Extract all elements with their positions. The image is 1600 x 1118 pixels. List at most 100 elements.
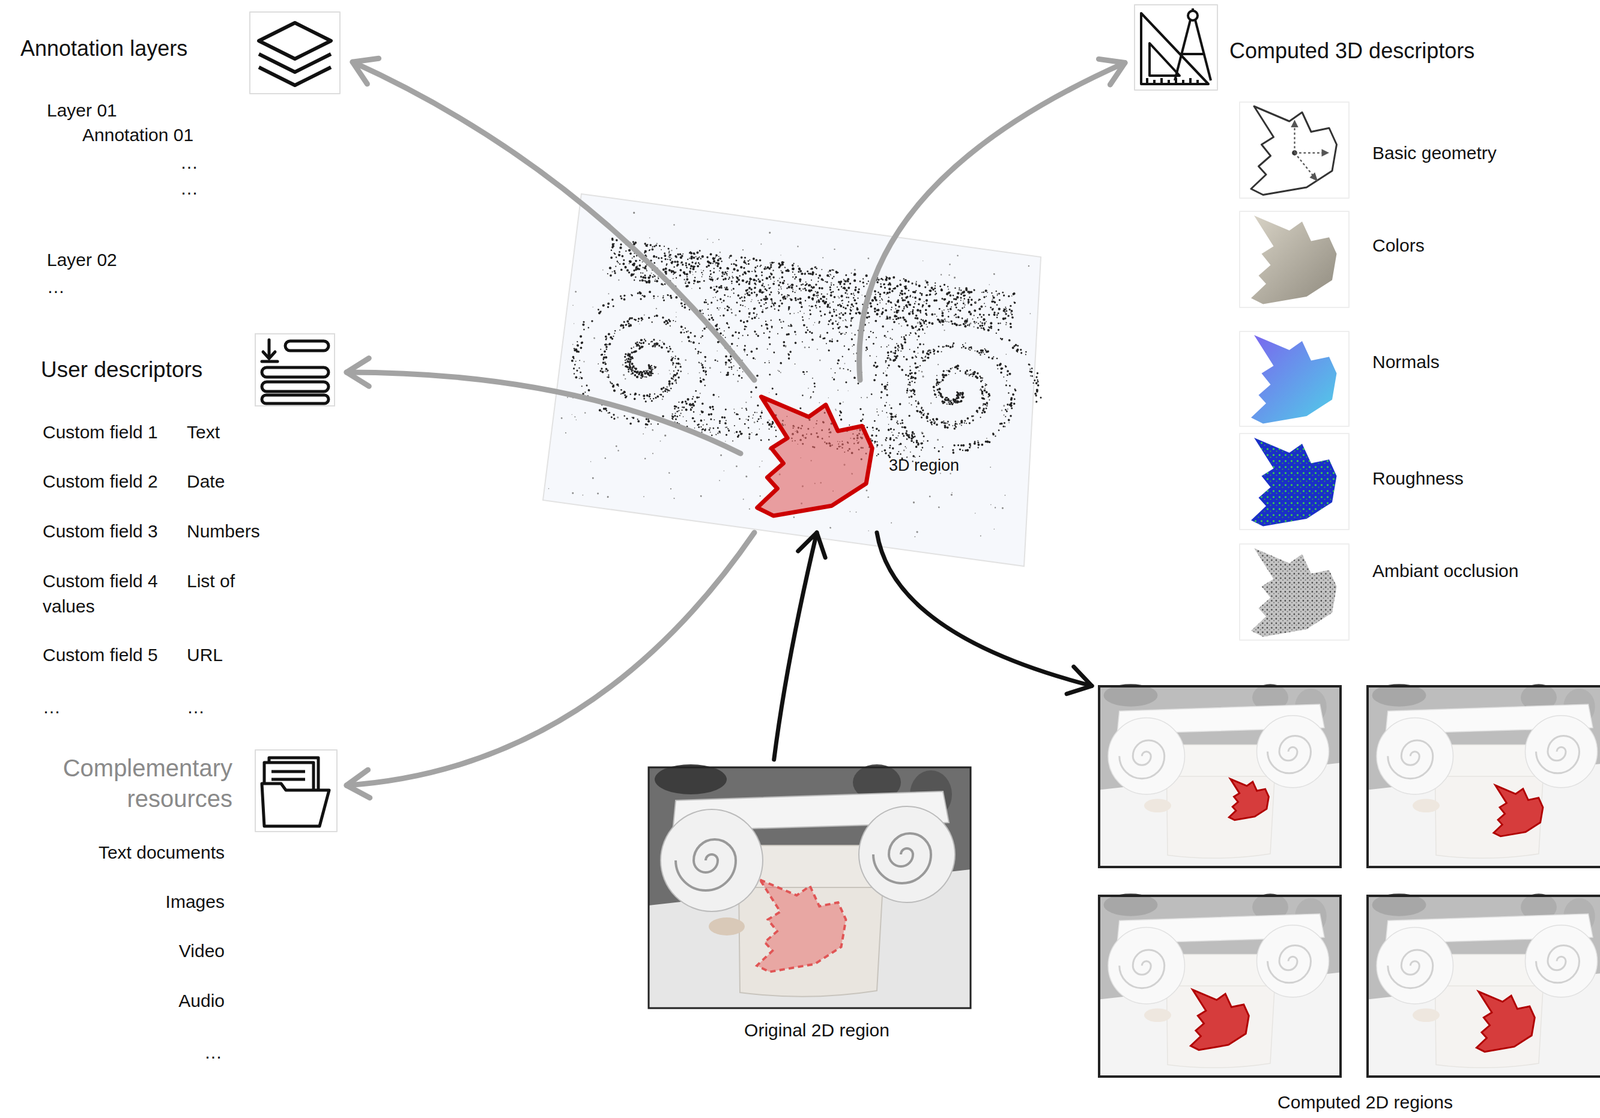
point-dot xyxy=(693,253,696,256)
point-dot xyxy=(946,426,949,429)
point-dot xyxy=(982,291,985,294)
point-dot xyxy=(967,298,970,301)
point-dot xyxy=(884,278,888,282)
point-dot xyxy=(891,306,893,309)
point-dot xyxy=(918,297,922,301)
point-dot xyxy=(742,260,746,264)
point-dot xyxy=(683,332,686,334)
point-dot xyxy=(943,345,945,348)
point-dot xyxy=(600,410,602,413)
point-dot xyxy=(893,287,897,291)
point-dot xyxy=(934,393,937,397)
point-dot xyxy=(957,444,960,447)
point-dot xyxy=(948,291,951,293)
point-dot xyxy=(1031,375,1034,378)
point-dot xyxy=(672,375,675,378)
point-dot xyxy=(632,416,635,420)
point-dot xyxy=(624,391,626,394)
point-dot xyxy=(667,382,671,386)
point-dot xyxy=(903,278,907,282)
point-dot xyxy=(949,367,952,370)
point-dot xyxy=(629,393,632,396)
point-dot xyxy=(639,259,641,262)
point-dot xyxy=(683,306,686,309)
point-dot xyxy=(886,291,890,295)
point-dot xyxy=(879,300,881,302)
point-dot xyxy=(947,308,949,310)
point-dot xyxy=(998,429,1000,432)
point-dot xyxy=(996,293,999,295)
point-dot xyxy=(975,321,978,324)
point-dot xyxy=(946,321,948,323)
point-dot xyxy=(853,294,855,297)
point-dot xyxy=(674,412,676,414)
point-dot xyxy=(1013,403,1016,405)
point-dot xyxy=(917,284,921,288)
point-dot xyxy=(885,362,887,364)
point-dot xyxy=(727,359,731,362)
point-dot xyxy=(956,423,958,425)
point-dot xyxy=(842,287,845,290)
point-dot xyxy=(821,287,824,290)
point-dot xyxy=(599,369,602,373)
point-dot xyxy=(1005,324,1007,326)
point-dot xyxy=(954,287,957,289)
point-dot xyxy=(1004,425,1006,428)
point-dot xyxy=(768,275,771,279)
point-dot xyxy=(969,345,973,349)
point-dot xyxy=(901,309,904,313)
point-dot xyxy=(624,393,626,396)
point-dot xyxy=(699,377,702,379)
point-dot xyxy=(600,367,604,370)
point-dot xyxy=(941,314,945,318)
point-dot xyxy=(952,294,955,297)
point-dot xyxy=(977,446,979,449)
point-dot xyxy=(844,291,847,294)
point-dot xyxy=(884,360,887,363)
point-dot xyxy=(603,350,607,353)
point-dot xyxy=(641,377,643,379)
point-dot xyxy=(707,264,710,267)
point-dot xyxy=(718,327,721,330)
point-dot xyxy=(857,290,861,294)
point-dot xyxy=(965,322,967,325)
point-dot xyxy=(669,294,673,298)
point-dot xyxy=(730,368,733,370)
point-dot xyxy=(984,289,988,293)
point-dot xyxy=(882,283,885,286)
point-dot xyxy=(951,322,954,325)
point-dot xyxy=(911,282,913,285)
point-dot xyxy=(640,320,643,322)
point-dot xyxy=(632,240,635,243)
point-dot xyxy=(789,298,793,302)
point-dot xyxy=(612,385,614,387)
point-dot xyxy=(815,273,817,276)
point-dot xyxy=(887,284,890,286)
point-dot xyxy=(810,267,814,271)
point-dot xyxy=(878,278,880,281)
point-dot xyxy=(697,396,700,399)
point-dot xyxy=(845,296,848,299)
point-dot xyxy=(703,384,706,387)
point-dot xyxy=(646,395,649,397)
point-dot xyxy=(1004,317,1007,320)
point-dot xyxy=(1008,372,1012,376)
point-dot xyxy=(600,310,602,312)
point-dot xyxy=(1010,309,1013,313)
point-dot xyxy=(963,321,966,324)
point-dot xyxy=(609,266,613,270)
point-dot xyxy=(810,285,813,288)
point-dot xyxy=(581,385,583,387)
point-dot xyxy=(978,313,982,316)
point-dot xyxy=(983,296,986,299)
point-dot xyxy=(998,299,1001,301)
point-dot xyxy=(807,272,810,275)
point-dot xyxy=(689,331,692,334)
point-dot xyxy=(992,296,995,299)
point-dot xyxy=(679,412,682,414)
point-dot xyxy=(950,320,953,323)
point-dot xyxy=(697,261,700,264)
point-dot xyxy=(985,296,987,298)
point-dot xyxy=(791,267,795,271)
point-dot xyxy=(886,383,889,386)
